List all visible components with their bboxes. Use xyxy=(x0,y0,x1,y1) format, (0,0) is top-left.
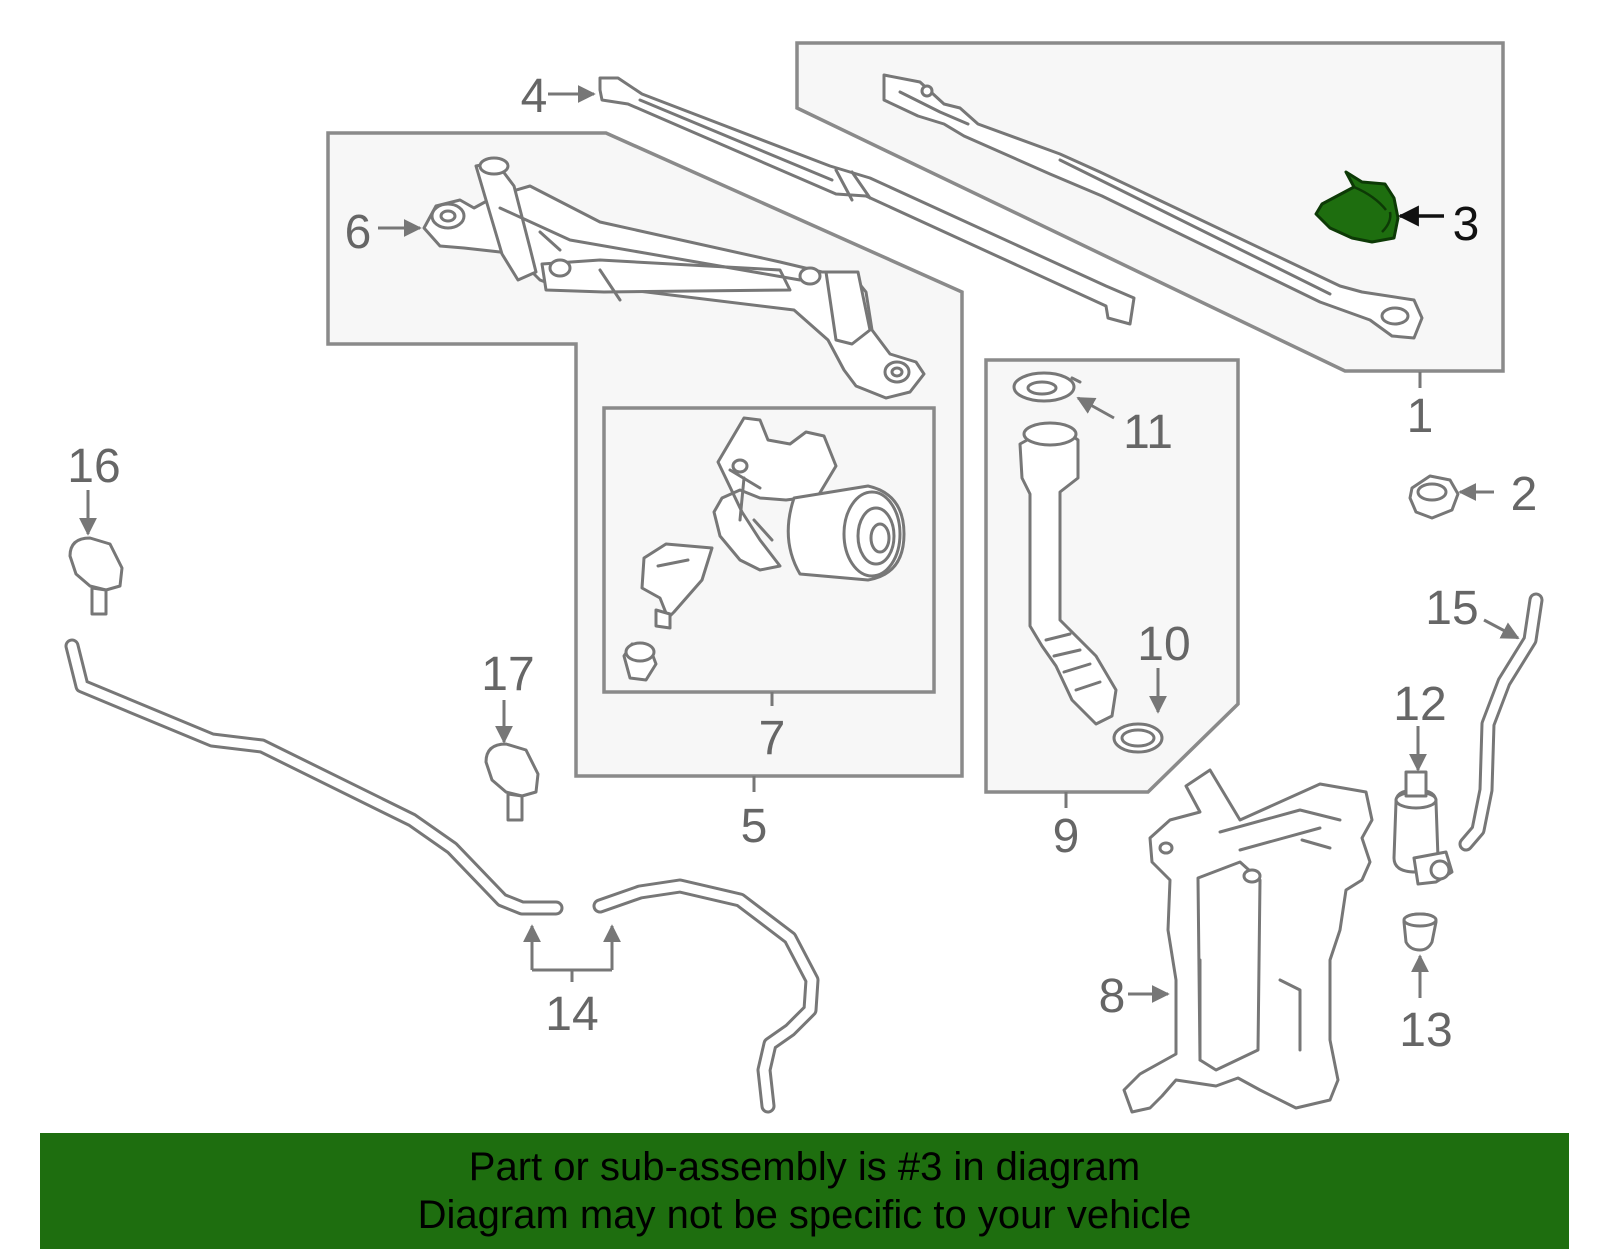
leader-15 xyxy=(1483,618,1520,640)
callout-6: 6 xyxy=(345,206,372,259)
callout-9: 9 xyxy=(1053,810,1080,863)
washer-hose-15[interactable] xyxy=(1458,592,1544,852)
washer-pump[interactable] xyxy=(1392,770,1454,886)
wiper-arm-passenger[interactable] xyxy=(598,76,1136,326)
callout-13: 13 xyxy=(1399,1004,1452,1057)
filler-neck[interactable] xyxy=(1018,421,1118,726)
wiper-linkage[interactable] xyxy=(422,156,926,400)
banner-line-1: Part or sub-assembly is #3 in diagram xyxy=(468,1145,1141,1189)
callout-1: 1 xyxy=(1407,390,1434,443)
washer-hose-14[interactable] xyxy=(64,638,820,1114)
callout-3: 3 xyxy=(1453,198,1480,251)
callout-17: 17 xyxy=(481,648,534,701)
callout-16: 16 xyxy=(67,440,120,493)
banner-line-2: Diagram may not be specific to your vehi… xyxy=(417,1193,1192,1237)
callout-15: 15 xyxy=(1425,582,1478,635)
part-2-nut[interactable] xyxy=(1408,474,1460,520)
motor-bracket[interactable] xyxy=(640,542,714,630)
wiper-motor[interactable] xyxy=(712,416,906,582)
callout-12: 12 xyxy=(1393,678,1446,731)
washer-nozzle-17[interactable] xyxy=(484,742,540,822)
callout-10: 10 xyxy=(1137,618,1190,671)
washer-reservoir[interactable] xyxy=(1122,768,1374,1114)
info-banner: Part or sub-assembly is #3 in diagram Di… xyxy=(40,1133,1569,1249)
callout-4: 4 xyxy=(521,70,548,123)
filler-o-ring[interactable] xyxy=(1112,722,1164,754)
callout-11: 11 xyxy=(1123,406,1173,459)
wiper-arm-driver[interactable] xyxy=(882,73,1424,340)
leader-14 xyxy=(523,924,621,982)
callout-2: 2 xyxy=(1511,468,1538,521)
washer-nozzle-16[interactable] xyxy=(68,536,124,616)
callout-5: 5 xyxy=(741,800,768,853)
motor-grommet[interactable] xyxy=(622,641,658,682)
callout-8: 8 xyxy=(1099,970,1126,1023)
filler-cap-seal[interactable] xyxy=(1012,371,1082,403)
parts-diagram: 1 2 3 4 5 6 7 8 9 10 11 12 13 14 15 16 1… xyxy=(64,41,1544,1114)
leader-11 xyxy=(1076,396,1115,420)
callout-7: 7 xyxy=(759,712,786,765)
callout-14: 14 xyxy=(545,988,598,1041)
pump-grommet[interactable] xyxy=(1402,912,1438,952)
group-box-9 xyxy=(984,358,1240,794)
